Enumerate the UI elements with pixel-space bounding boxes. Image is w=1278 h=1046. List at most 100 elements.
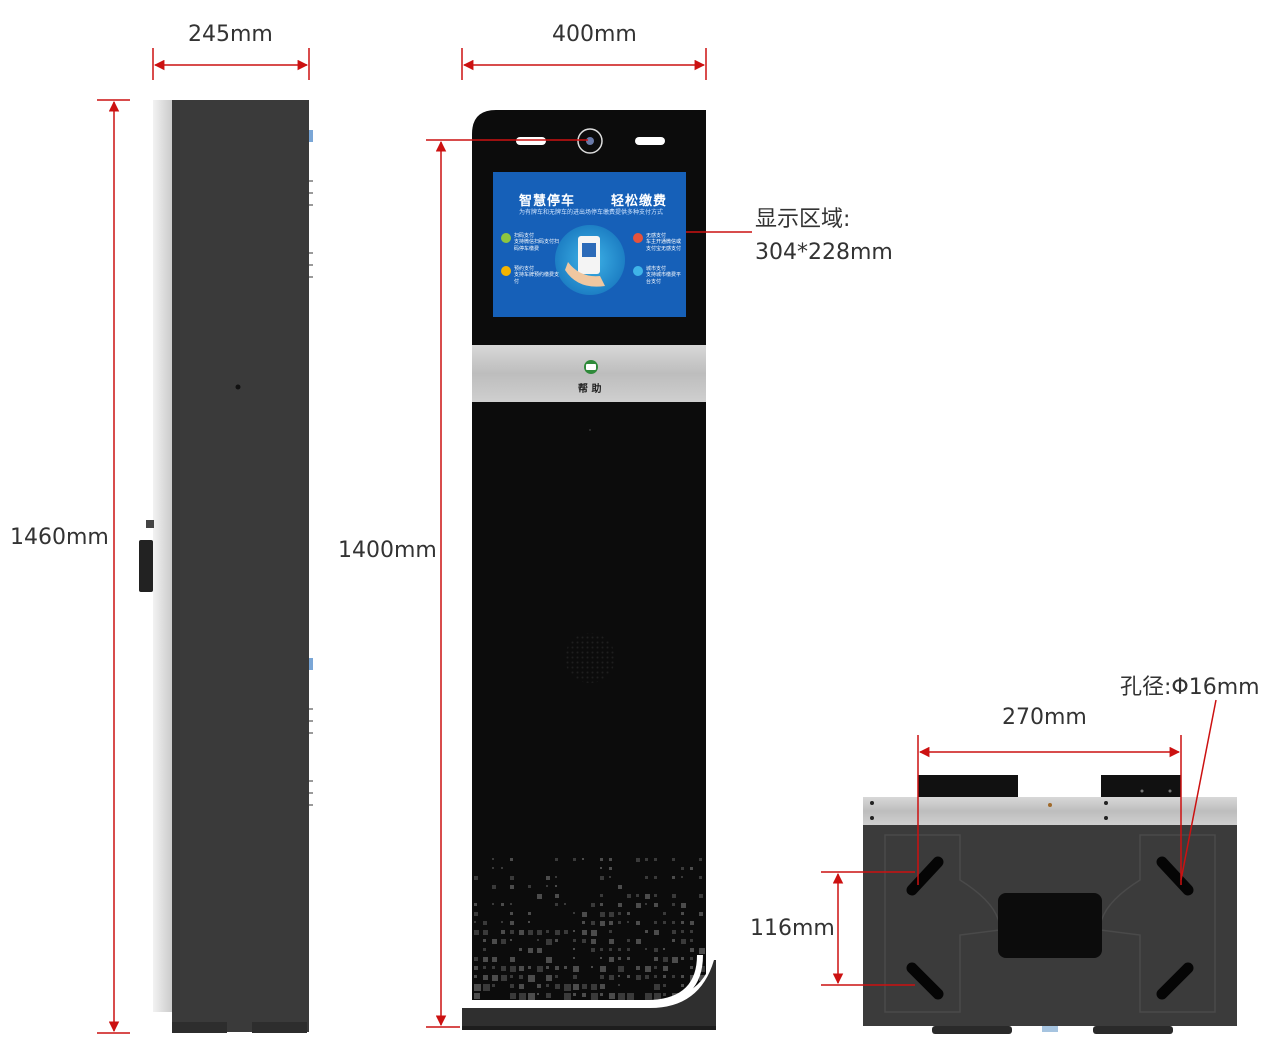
pixel-dot bbox=[672, 858, 675, 861]
help-button-label[interactable]: 帮 助 bbox=[578, 384, 602, 395]
pixel-dot bbox=[681, 975, 684, 978]
pixel-dot bbox=[654, 858, 657, 861]
pixel-dot bbox=[600, 975, 604, 979]
pixel-dot bbox=[645, 975, 649, 979]
pixel-dot bbox=[600, 867, 602, 869]
pixel-dot bbox=[528, 975, 535, 982]
pixel-dot bbox=[690, 966, 693, 969]
pixel-dot bbox=[582, 930, 587, 935]
pixel-dot bbox=[681, 876, 683, 878]
pixel-dot bbox=[609, 930, 612, 933]
pixel-dot bbox=[528, 912, 531, 915]
pixel-dot bbox=[555, 966, 559, 970]
pixel-dot bbox=[654, 876, 657, 879]
pixel-dot bbox=[690, 921, 694, 925]
pixel-dot bbox=[681, 903, 686, 908]
pixel-dot bbox=[483, 921, 487, 925]
pixel-dot bbox=[564, 966, 567, 969]
pixel-dot bbox=[699, 894, 703, 898]
pixel-dot bbox=[582, 993, 586, 997]
pixel-dot bbox=[618, 984, 620, 986]
feature-1: 扫码支付 支持微信扫码支付扫码停车缴费 bbox=[514, 233, 562, 252]
pixel-dot bbox=[618, 948, 621, 951]
side-lock bbox=[139, 540, 153, 592]
base-mount-left bbox=[918, 775, 1018, 797]
side-foot-right bbox=[252, 1022, 307, 1033]
pixel-dot bbox=[609, 921, 613, 925]
pixel-dot bbox=[618, 966, 624, 972]
side-vents bbox=[309, 180, 313, 806]
pixel-dot bbox=[510, 930, 514, 934]
pixel-dot bbox=[618, 912, 621, 915]
screen-title-left: 智慧停车 bbox=[519, 194, 576, 209]
feature-4-title: 城市支付 bbox=[646, 266, 667, 272]
pixel-dot bbox=[654, 975, 657, 978]
pixel-dot bbox=[510, 957, 515, 962]
base-steel-strip bbox=[863, 797, 1237, 825]
pixel-dot bbox=[528, 966, 531, 969]
pixel-dot bbox=[600, 984, 605, 989]
pixel-dot bbox=[492, 858, 494, 860]
pixel-dot bbox=[492, 984, 495, 987]
pixel-dot bbox=[474, 975, 477, 978]
feature-1-title: 扫码支付 bbox=[514, 233, 535, 239]
front-body bbox=[472, 110, 706, 1000]
pixel-dot bbox=[600, 858, 603, 861]
side-tab-bottom bbox=[309, 658, 313, 670]
pixel-dot bbox=[501, 939, 506, 944]
pixel-dot bbox=[690, 948, 694, 952]
pixel-dot bbox=[699, 858, 702, 861]
pixel-dot bbox=[483, 975, 488, 980]
pixel-dot bbox=[591, 984, 597, 990]
base-slot-holes bbox=[906, 856, 1194, 1000]
pixel-dot bbox=[645, 966, 651, 972]
pixel-dot bbox=[492, 957, 497, 962]
pixel-dot bbox=[546, 984, 549, 987]
pixel-dot bbox=[591, 993, 598, 1000]
pixel-dot bbox=[645, 930, 648, 933]
front-base bbox=[462, 960, 716, 1028]
pixel-dot bbox=[519, 984, 524, 989]
pixel-dot bbox=[474, 912, 478, 916]
pixel-dot bbox=[555, 876, 557, 878]
pixel-dot bbox=[672, 939, 675, 942]
hole-diameter-label: 孔径:Φ16mm bbox=[1120, 675, 1260, 700]
pixel-dot bbox=[654, 957, 658, 961]
pixel-dot bbox=[627, 957, 630, 960]
pixel-dot bbox=[519, 993, 526, 1000]
pixel-dot bbox=[681, 921, 684, 924]
sensor-right bbox=[635, 137, 665, 145]
pixel-dot bbox=[600, 957, 602, 959]
pixel-dot bbox=[573, 975, 577, 979]
pixel-dot bbox=[600, 894, 603, 897]
pixel-dot bbox=[690, 939, 693, 942]
pixel-dot bbox=[501, 930, 505, 934]
pixel-dot bbox=[555, 984, 560, 989]
pixel-dot bbox=[600, 921, 605, 926]
pixel-dot bbox=[699, 948, 705, 954]
pixel-dot bbox=[573, 930, 575, 932]
pixel-dot bbox=[690, 957, 693, 960]
pixel-dot bbox=[474, 876, 478, 880]
front-view bbox=[462, 110, 716, 1030]
pixel-dot bbox=[582, 921, 585, 924]
pixel-dot bbox=[600, 903, 603, 906]
base-cable-opening bbox=[998, 893, 1102, 958]
pixel-dot bbox=[573, 858, 576, 861]
pixel-dot bbox=[627, 921, 629, 923]
front-width-label: 400mm bbox=[552, 22, 637, 47]
feature-2-text: 支持车牌预约缴费支付 bbox=[514, 272, 560, 285]
pixel-dot bbox=[663, 912, 666, 915]
body-height-label: 1400mm bbox=[338, 538, 437, 563]
feature-1-text: 支持微信扫码支付扫码停车缴费 bbox=[514, 239, 560, 252]
pixel-dot bbox=[546, 939, 552, 945]
pixel-dot bbox=[501, 966, 506, 971]
pixel-dot bbox=[573, 993, 576, 996]
pixel-dot bbox=[474, 984, 481, 991]
pixel-dot bbox=[654, 903, 658, 907]
pixel-dot bbox=[510, 966, 516, 972]
sensor-left bbox=[516, 137, 546, 145]
pixel-dot bbox=[672, 975, 675, 978]
pixel-dot bbox=[663, 966, 668, 971]
